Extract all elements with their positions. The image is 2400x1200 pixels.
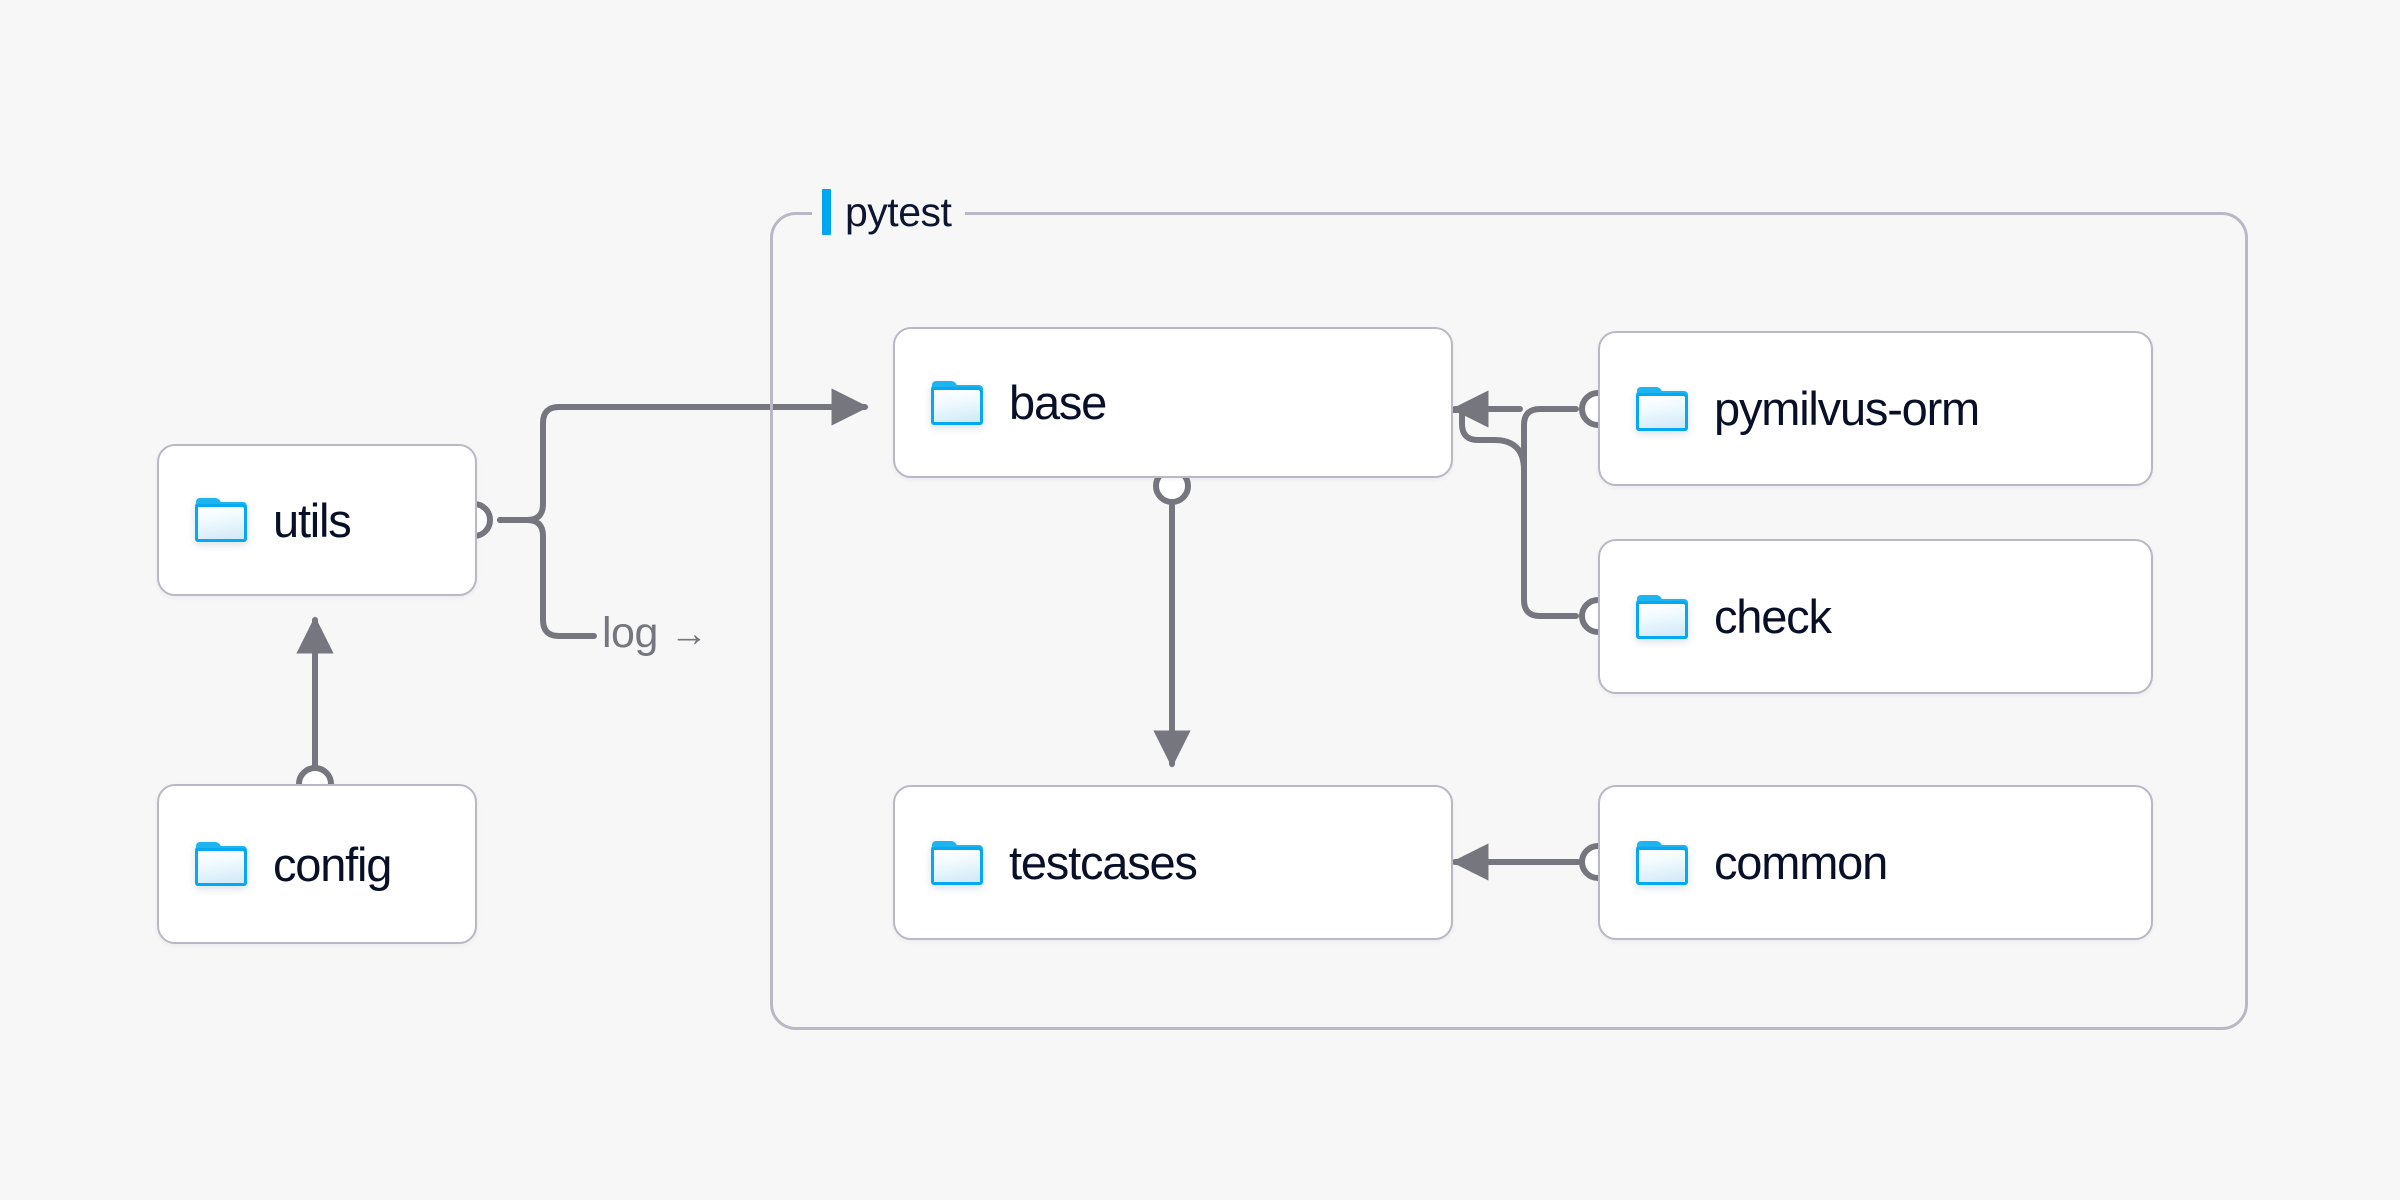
group-title: pytest — [845, 188, 952, 235]
folder-icon — [195, 498, 247, 542]
edge-label-log-text: log — [602, 609, 658, 657]
group-container-pytest — [770, 212, 2248, 1030]
edge-label-log: log → — [602, 609, 708, 657]
group-label-pytest: pytest — [812, 185, 966, 239]
node-label-testcases: testcases — [1009, 836, 1198, 889]
node-label-check: check — [1714, 590, 1832, 643]
node-label-utils: utils — [273, 493, 352, 547]
folder-icon — [195, 842, 247, 886]
node-label-config: config — [273, 837, 392, 891]
arrow-right-icon: → — [669, 612, 708, 655]
edge-utils-to-log — [497, 517, 597, 639]
node-label-base: base — [1009, 376, 1107, 429]
folder-icon — [931, 380, 983, 425]
folder-icon — [1636, 386, 1688, 431]
node-config[interactable]: config — [157, 784, 477, 944]
node-check[interactable]: check — [1598, 539, 2153, 694]
folder-icon — [1636, 594, 1688, 639]
folder-icon — [1636, 840, 1688, 885]
group-accent-bar — [822, 189, 831, 235]
node-pymilvus-orm[interactable]: pymilvus-orm — [1598, 331, 2153, 486]
node-common[interactable]: common — [1598, 785, 2153, 940]
folder-icon — [931, 840, 983, 885]
node-base[interactable]: base — [893, 327, 1453, 478]
node-label-pymilvus-orm: pymilvus-orm — [1714, 382, 1980, 435]
node-label-common: common — [1714, 836, 1888, 889]
node-utils[interactable]: utils — [157, 444, 477, 596]
node-testcases[interactable]: testcases — [893, 785, 1453, 940]
